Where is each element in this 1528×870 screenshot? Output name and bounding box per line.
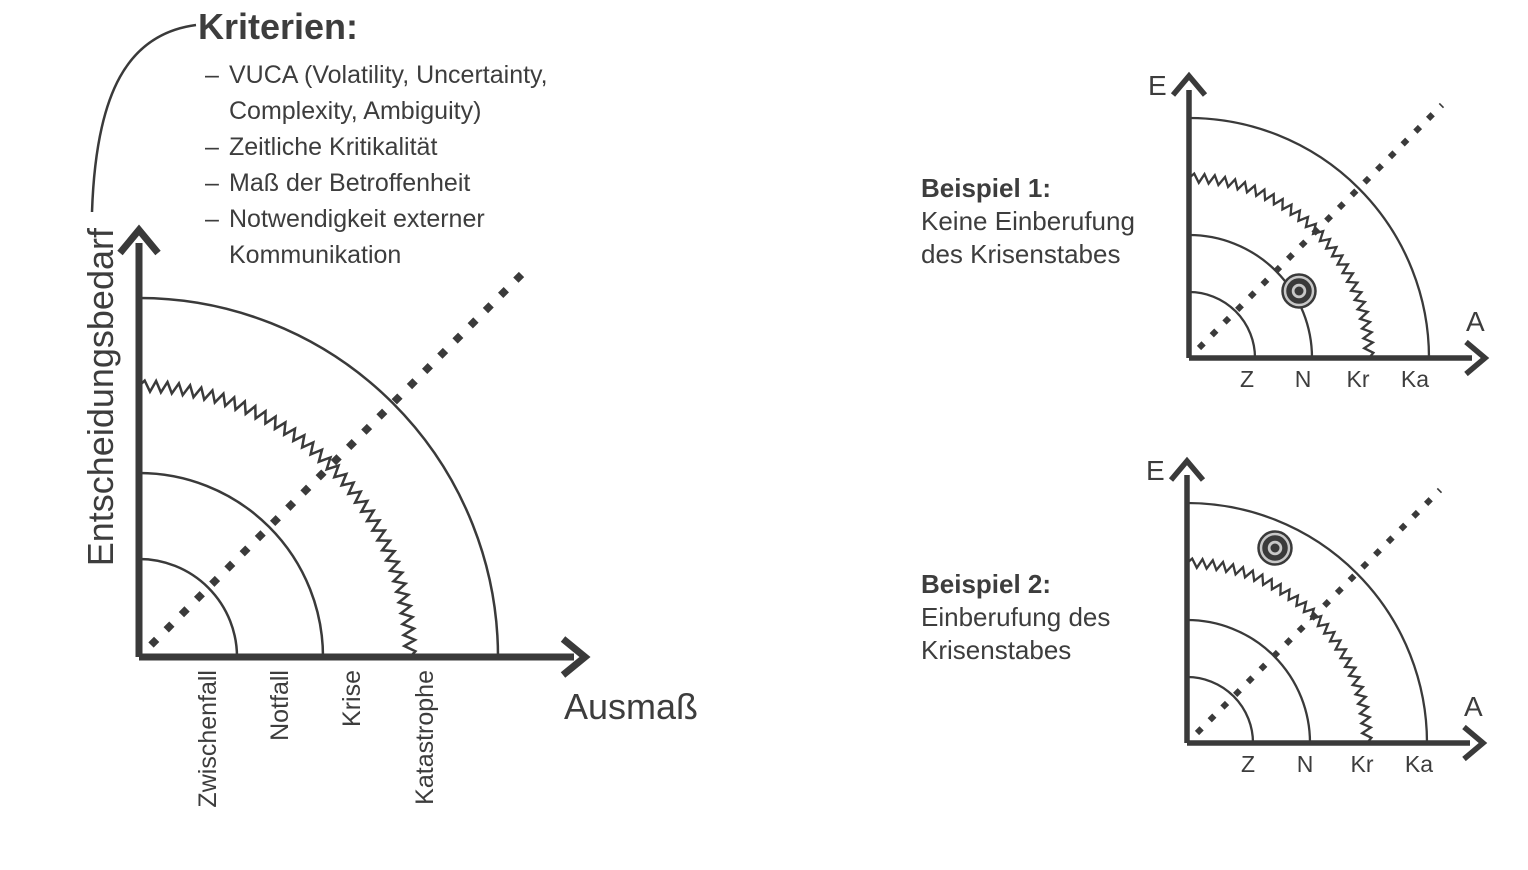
b2-tick-z: Z [1240,751,1256,777]
b1-marker-center-dot [1294,286,1304,296]
b2-x-axis-arrowhead [1462,724,1488,762]
b2-tick-n: N [1296,751,1314,777]
b1-diagonal-dotted-line [1196,102,1445,351]
b1-marker-middle-ring [1286,278,1312,304]
main-x-axis-arrowhead [560,636,591,678]
b1-y-axis-arrowhead [1170,71,1208,97]
beispiel1-line2: des Krisenstabes [921,239,1121,269]
kriterien-leader-curve [90,23,197,213]
criteria-item: – Zeitliche Kritikalität [205,129,590,165]
beispiel1-caption: Beispiel 1: Keine Einberufung des Krisen… [921,172,1135,271]
b2-krise-zigzag-arc [1186,556,1374,744]
criteria-item-text: Notwendigkeit externer Kommunikation [229,205,485,269]
b2-tick-ka: Ka [1404,751,1434,777]
main-krise-zigzag-arc [138,378,418,658]
b1-position-marker [1281,273,1317,309]
b1-katastrophe-arc [1188,116,1431,359]
beispiel2-chart [1168,456,1488,762]
criteria-item: – Maß der Betroffenheit [205,165,590,201]
b1-x-axis-letter: A [1466,306,1485,337]
beispiel2-line1: Einberufung des [921,602,1111,632]
b1-krise-zigzag-arc [1188,171,1376,359]
b1-y-axis-letter: E [1148,70,1167,101]
main-chart [117,224,591,678]
b2-tick-kr: Kr [1350,751,1374,777]
main-xtick-katastrophe: Katastrophe [411,670,439,805]
beispiel2-caption: Beispiel 2: Einberufung des Krisenstabes [921,568,1110,667]
b2-katastrophe-arc [1186,501,1429,744]
b2-marker-center-dot [1270,543,1280,553]
criteria-item-text: Maß der Betroffenheit [229,169,471,197]
b1-zwischenfall-arc [1188,290,1257,359]
main-xtick-zwischenfall: Zwischenfall [194,670,222,808]
criteria-item: – VUCA (Volatility, Uncertainty, Complex… [205,57,590,129]
b1-x-axis-arrowhead [1464,339,1490,377]
main-diagonal-dotted-line [148,271,525,648]
b2-y-axis-letter: E [1146,455,1165,486]
main-zwischenfall-arc [138,557,239,658]
main-xtick-notfall: Notfall [266,670,294,741]
b2-marker-middle-ring [1262,535,1288,561]
b1-tick-kr: Kr [1346,366,1370,392]
criteria-item: – Notwendigkeit externer Kommunikation [205,201,590,273]
main-katastrophe-arc [138,296,500,658]
main-y-axis-arrowhead [117,224,161,256]
beispiel1-title: Beispiel 1: [921,173,1052,203]
main-x-axis-label: Ausmaß [564,686,699,727]
b2-x-axis-letter: A [1464,691,1483,722]
b2-diagonal-dotted-line [1194,487,1443,736]
beispiel1-line1: Keine Einberufung [921,206,1135,236]
criteria-title: Kriterien: [198,6,359,47]
criteria-list: – VUCA (Volatility, Uncertainty, Complex… [205,57,590,273]
main-y-axis-label: Entscheidungsbedarf [80,228,121,567]
b2-y-axis-arrowhead [1168,456,1206,482]
beispiel1-chart [1170,71,1490,377]
beispiel2-line2: Krisenstabes [921,635,1072,665]
beispiel2-title: Beispiel 2: [921,569,1052,599]
criteria-item-text: VUCA (Volatility, Uncertainty, Complexit… [229,61,548,125]
bullet-dash: – [205,169,219,197]
main-notfall-arc [138,471,325,658]
b2-position-marker [1257,530,1293,566]
b2-zwischenfall-arc [1186,675,1255,744]
b1-tick-ka: Ka [1400,366,1430,392]
b1-tick-z: Z [1239,366,1255,392]
main-xtick-krise: Krise [338,670,366,727]
bullet-dash: – [205,61,219,89]
criteria-item-text: Zeitliche Kritikalität [229,133,438,161]
b1-tick-n: N [1294,366,1312,392]
bullet-dash: – [205,205,219,233]
bullet-dash: – [205,133,219,161]
